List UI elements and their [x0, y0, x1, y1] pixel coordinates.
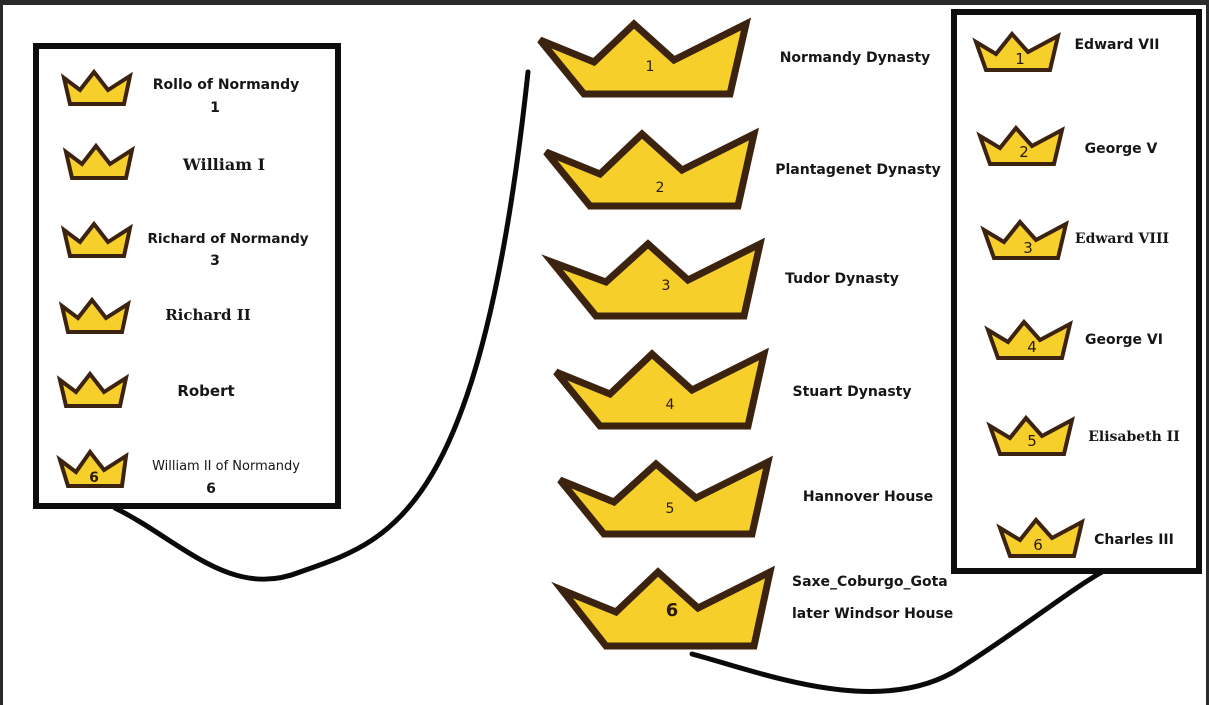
dynasty-number: 6 — [666, 600, 679, 621]
connector-left-to-normandy — [112, 69, 531, 582]
crown-icon: 4 — [553, 347, 770, 430]
duke-name: Robert — [177, 382, 235, 400]
monarch-number: 1 — [1015, 50, 1025, 68]
crown-icon — [62, 142, 135, 180]
dynasty-number: 3 — [662, 278, 671, 294]
crown-icon: 4 — [984, 318, 1073, 360]
monarch-name: George V — [1084, 141, 1158, 157]
monarch-name: George VI — [1085, 332, 1163, 348]
dynasty-number: 5 — [666, 501, 675, 517]
monarch-number: 3 — [1023, 239, 1033, 257]
monarch-name: Elisabeth II — [1088, 429, 1180, 445]
duke-name: Richard of Normandy — [147, 231, 309, 247]
normandy-dukes-panel — [33, 43, 341, 509]
crown-icon — [60, 220, 133, 258]
monarch-number: 5 — [1027, 432, 1037, 450]
monarch-number: 4 — [1027, 338, 1037, 356]
crown-icon: 1 — [972, 30, 1061, 72]
monarch-name: Charles III — [1094, 532, 1174, 548]
duke-number: 6 — [206, 481, 216, 497]
dynasty-name: Tudor Dynasty — [785, 271, 899, 287]
duke-name: Richard II — [165, 306, 251, 324]
duke-name: William I — [182, 155, 266, 174]
monarch-number: 2 — [1019, 143, 1029, 161]
crown-icon: 6 — [56, 448, 129, 488]
dynasty-name: Normandy Dynasty — [779, 50, 931, 66]
dynasty-number: 1 — [646, 59, 655, 75]
crown-icon — [58, 296, 131, 334]
duke-name: Rollo of Normandy — [152, 77, 300, 93]
crown-icon: 2 — [543, 127, 760, 210]
crown-icon — [56, 370, 129, 408]
dynasty-number: 2 — [656, 180, 665, 196]
crown-icon: 5 — [557, 455, 774, 538]
crown-icon: 2 — [976, 124, 1065, 166]
crown-number: 6 — [89, 470, 99, 486]
crown-icon: 3 — [980, 218, 1069, 260]
duke-number: 3 — [210, 253, 220, 269]
dynasty-number: 4 — [666, 397, 675, 413]
connector-windsor-to-right — [689, 569, 1105, 694]
crown-icon: 6 — [551, 565, 775, 650]
monarch-number: 6 — [1033, 536, 1043, 554]
crown-icon: 1 — [537, 17, 752, 98]
duke-name: William II of Normandy — [152, 459, 300, 474]
dynasty-name: Stuart Dynasty — [792, 384, 912, 400]
crown-icon: 6 — [996, 516, 1085, 558]
crown-icon: 5 — [986, 414, 1075, 456]
crown-icon — [60, 68, 133, 106]
dynasty-name: Hannover House — [802, 489, 934, 505]
windsor-monarchs-panel — [951, 9, 1202, 574]
dynasty-name: Saxe_Coburgo_Gota — [792, 574, 948, 590]
dynasty-name: Plantagenet Dynasty — [775, 162, 941, 178]
crown-icon: 3 — [541, 237, 766, 320]
monarch-name: Edward VII — [1074, 37, 1160, 53]
monarch-name: Edward VIII — [1074, 231, 1170, 247]
dynasty-name-line2: later Windsor House — [792, 606, 954, 622]
duke-number: 1 — [210, 100, 220, 116]
